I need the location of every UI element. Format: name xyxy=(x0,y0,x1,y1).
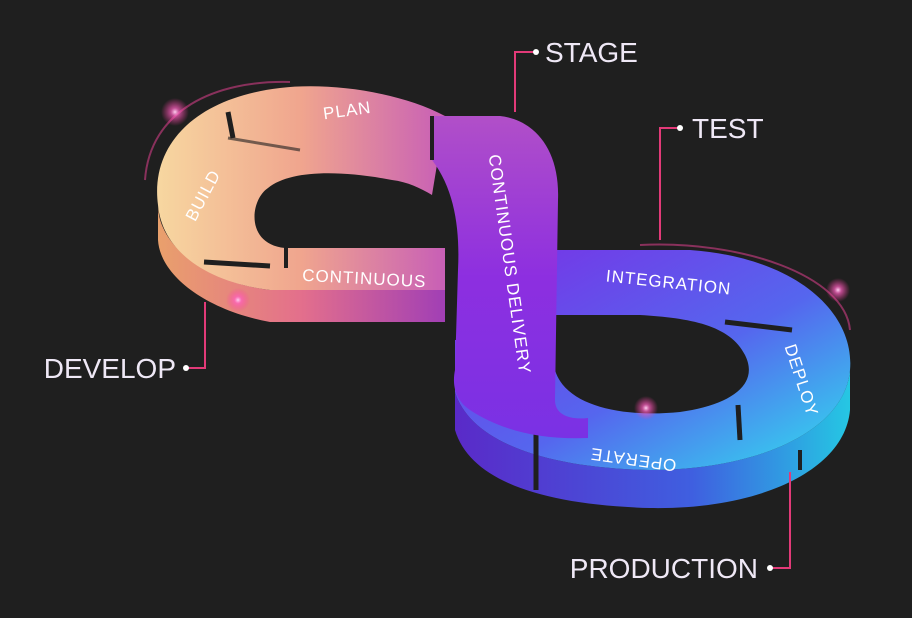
right-loop-side xyxy=(455,370,850,509)
glow-dots xyxy=(161,98,850,420)
callout-stage: STAGE xyxy=(514,37,638,112)
callout-develop: DEVELOP xyxy=(44,302,206,384)
callout-label-test: TEST xyxy=(692,113,764,144)
callout-test: TEST xyxy=(659,113,764,240)
callout-label-production: PRODUCTION xyxy=(570,553,758,584)
rim-glow xyxy=(144,80,851,331)
callout-label-stage: STAGE xyxy=(545,37,638,68)
callout-production: PRODUCTION xyxy=(570,472,791,584)
callout-label-develop: DEVELOP xyxy=(44,353,176,384)
center-band xyxy=(430,116,588,439)
left-loop xyxy=(157,86,445,291)
